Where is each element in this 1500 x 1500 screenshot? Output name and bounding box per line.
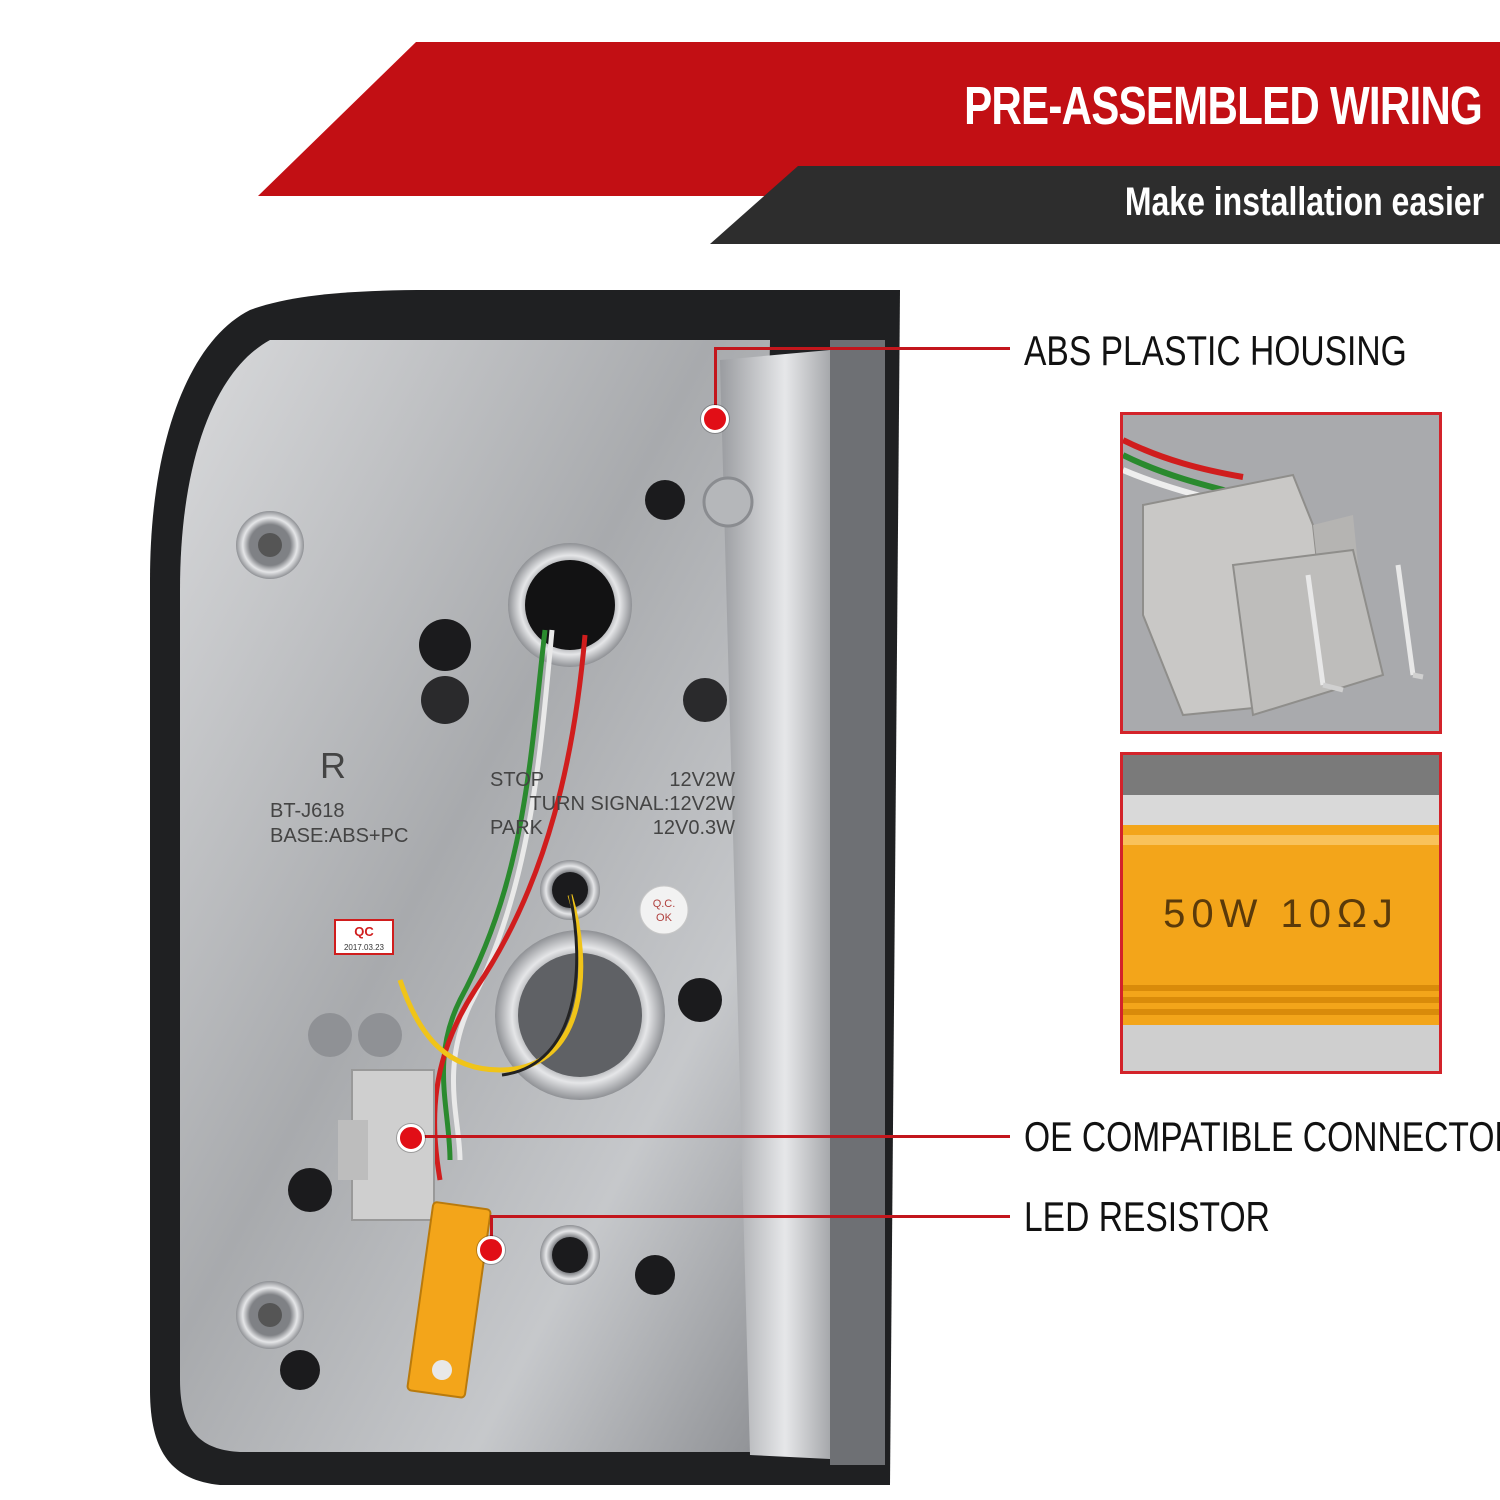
marking-stop: STOP	[490, 769, 544, 791]
housing-marker-dot	[701, 405, 729, 433]
marking-model: BT-J618	[270, 800, 344, 822]
qc-label: QC	[354, 924, 374, 939]
marking-turn: TURN SIGNAL:12V2W	[529, 793, 735, 815]
resistor-leader-horizontal	[490, 1215, 1010, 1218]
marking-base: BASE:ABS+PC	[270, 825, 408, 847]
qc-stamp-line2: OK	[656, 912, 673, 924]
connector-closeup-image	[1123, 415, 1439, 731]
connector-leader	[412, 1135, 1010, 1138]
banner-title: PRE-ASSEMBLED WIRING	[964, 76, 1483, 136]
housing-leader-horizontal	[714, 347, 1010, 350]
housing-leader-vertical	[714, 347, 717, 417]
qc-stamp-line1: Q.C.	[653, 898, 676, 910]
callout-housing-label: ABS PLASTIC HOUSING	[1024, 327, 1407, 374]
resistor-leader-vertical	[490, 1215, 493, 1250]
banner-subtitle: Make installation easier	[1124, 180, 1484, 224]
connector-closeup-inset	[1120, 412, 1442, 734]
subtitle-banner	[710, 166, 1500, 244]
tail-light-image: R BT-J618 BASE:ABS+PC STOP 12V2W TURN SI…	[150, 290, 900, 1485]
marking-park-rating: 12V0.3W	[653, 817, 735, 839]
connector-marker-dot	[397, 1124, 425, 1152]
resistor-marking: 50W 10ΩJ	[1163, 892, 1399, 936]
marking-park: PARK	[490, 817, 544, 839]
marking-side: R	[320, 745, 346, 786]
resistor-closeup-image: 50W 10ΩJ	[1123, 755, 1439, 1071]
resistor-marker-dot	[477, 1236, 505, 1264]
resistor-closeup-inset: 50W 10ΩJ	[1120, 752, 1442, 1074]
callout-connector-label: OE COMPATIBLE CONNECTOR	[1024, 1113, 1500, 1160]
callout-resistor-label: LED RESISTOR	[1024, 1193, 1270, 1240]
qc-date: 2017.03.23	[344, 943, 385, 952]
marking-stop-rating: 12V2W	[669, 769, 735, 791]
